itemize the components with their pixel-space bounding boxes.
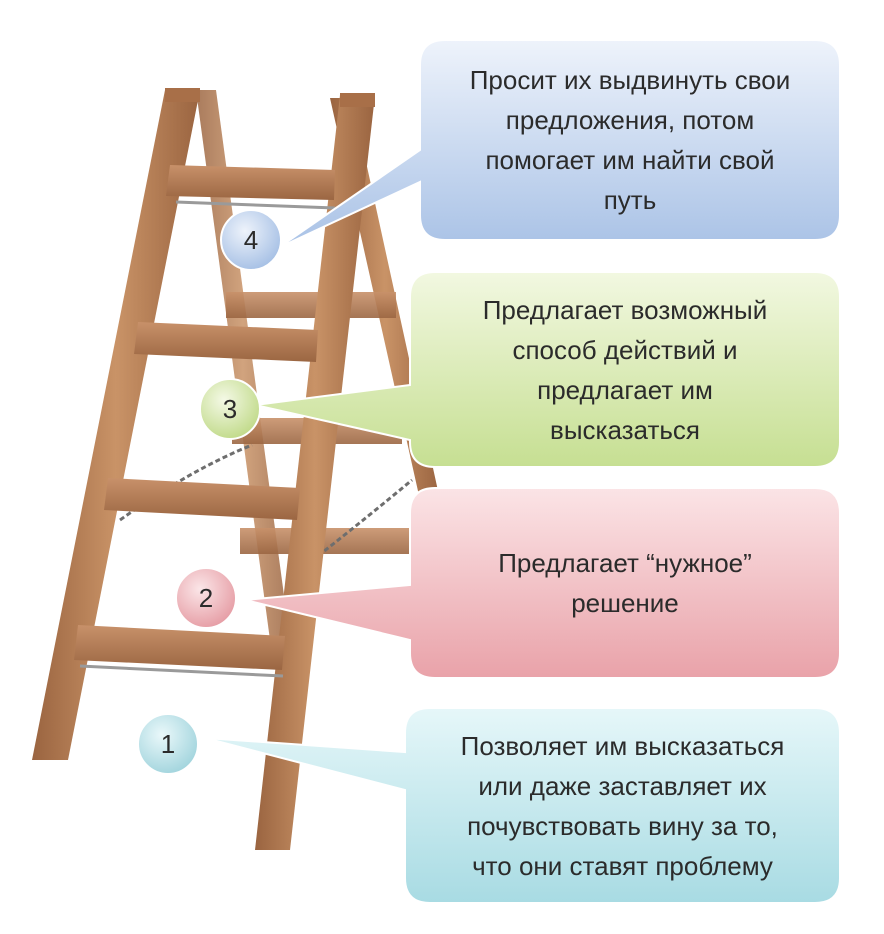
step-circle-2 bbox=[175, 567, 237, 629]
ladder-rods bbox=[79, 200, 336, 678]
step-2-text: Предлагает “нужное” решение bbox=[498, 548, 752, 618]
step-circle-1 bbox=[137, 713, 199, 775]
step-circle-4 bbox=[220, 209, 282, 271]
step-3-text: Предлагает возможный способ действий и п… bbox=[482, 294, 768, 445]
bubble-step-4 bbox=[277, 39, 841, 249]
step-4-text: Просит их выдвинуть свои предложения, по… bbox=[469, 65, 791, 215]
bubble-step-3 bbox=[254, 271, 841, 468]
ladder-front-rungs bbox=[74, 165, 335, 670]
bubble-step-1 bbox=[204, 707, 841, 904]
bubble-step-2 bbox=[244, 487, 841, 679]
step-1-text: Позволяет им высказаться или даже застав… bbox=[460, 730, 785, 881]
ladder-front-legs bbox=[32, 88, 375, 850]
step-number-4: 4 bbox=[243, 224, 259, 255]
step-circle-3 bbox=[199, 378, 261, 440]
step-number-3: 3 bbox=[222, 393, 238, 424]
step-number-2: 2 bbox=[198, 582, 214, 613]
step-number-1: 1 bbox=[160, 728, 176, 759]
